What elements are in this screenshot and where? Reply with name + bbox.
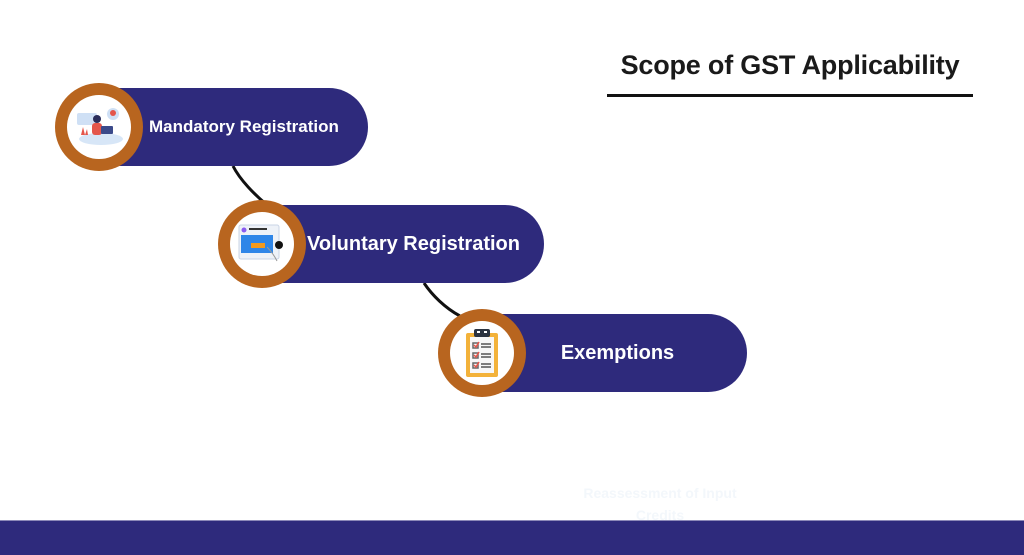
footer-band — [0, 520, 1024, 555]
step-3-icon-ring — [438, 309, 526, 397]
online-form-click-icon — [238, 224, 283, 262]
title-underline — [607, 94, 973, 97]
connector-2-3 — [422, 282, 461, 318]
step-1-icon-ring — [55, 83, 143, 171]
step-2-icon-ring — [218, 200, 306, 288]
clipboard-checklist-icon — [466, 329, 498, 377]
diagram-title: Scope of GST Applicability — [620, 50, 960, 80]
step-label: Voluntary Registration — [307, 232, 520, 255]
step-label: Exemptions — [560, 341, 675, 364]
step-voluntary-registration: Voluntary Registration — [260, 205, 544, 283]
step-label: Mandatory Registration — [149, 117, 339, 136]
person-at-laptop-icon — [77, 108, 123, 145]
hidden-step-text: Reassessment of Input Credits — [583, 485, 737, 523]
